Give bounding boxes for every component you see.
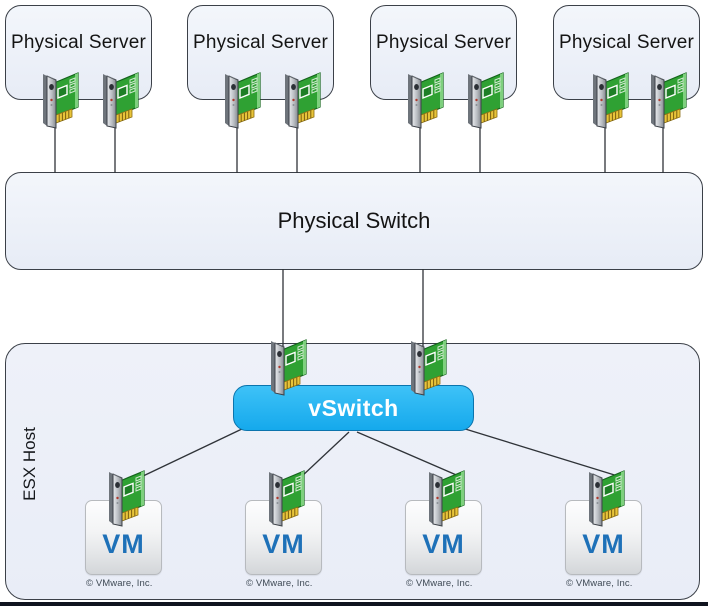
nic-icon [97, 70, 141, 130]
physical-switch-label: Physical Switch [277, 208, 431, 233]
vm-copyright: © VMware, Inc. [86, 578, 153, 589]
nic-icon [645, 70, 689, 130]
bottom-border-bar [0, 602, 708, 606]
nic-icon [279, 70, 323, 130]
vm-label: VM [582, 529, 625, 559]
nic-icon [405, 337, 449, 397]
physical-server-label: Physical Server [376, 32, 511, 53]
physical-server-label: Physical Server [11, 32, 146, 53]
vswitch-label: vSwitch [308, 394, 399, 421]
nic-icon [37, 70, 81, 130]
nic-icon [219, 70, 263, 130]
vm-label: VM [262, 529, 305, 559]
vm-label: VM [422, 529, 465, 559]
esx-host-label: ESX Host [20, 427, 39, 501]
nic-icon [583, 468, 627, 528]
nic-icon [263, 468, 307, 528]
nic-icon [265, 337, 309, 397]
nic-icon [402, 70, 446, 130]
vm-copyright: © VMware, Inc. [406, 578, 473, 589]
nic-icon [103, 468, 147, 528]
physical-server-label: Physical Server [193, 32, 328, 53]
nic-icon [462, 70, 506, 130]
physical-server-label: Physical Server [559, 32, 694, 53]
vm-label: VM [102, 529, 145, 559]
vswitch-box: vSwitch [233, 385, 474, 431]
physical-switch-box: Physical Switch [5, 172, 703, 270]
nic-icon [587, 70, 631, 130]
vm-copyright: © VMware, Inc. [246, 578, 313, 589]
nic-icon [423, 468, 467, 528]
vm-copyright: © VMware, Inc. [566, 578, 633, 589]
